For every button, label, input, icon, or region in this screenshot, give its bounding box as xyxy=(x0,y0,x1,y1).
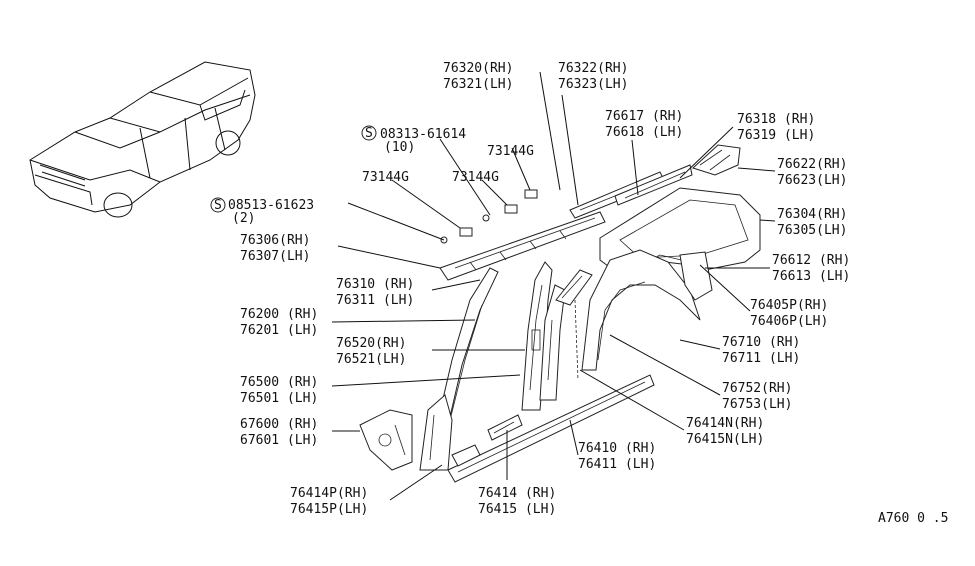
label-76752: 76752(RH)76753(LH) xyxy=(722,381,792,412)
label-76414: 76414 (RH)76415 (LH) xyxy=(478,486,556,517)
hinge-bracket-67600 xyxy=(359,409,413,471)
label-08313: 08313-61614(10) xyxy=(380,127,466,155)
sill-front-end xyxy=(451,444,481,467)
label-76304: 76304(RH)76305(LH) xyxy=(777,207,847,238)
sill-reinforcement-76414 xyxy=(487,414,523,441)
label-76500: 76500 (RH)76501 (LH) xyxy=(240,375,318,406)
label-76622: 76622(RH)76623(LH) xyxy=(777,157,847,188)
roof-side-rail-rear xyxy=(614,164,693,206)
label-76414p: 76414P(RH)76415P(LH) xyxy=(290,486,368,517)
svg-text:S: S xyxy=(214,198,222,213)
label-76322: 76322(RH)76323(LH) xyxy=(558,61,628,92)
figure-code: A760 0 .5 xyxy=(878,511,948,526)
svg-text:S: S xyxy=(365,126,373,141)
label-76306: 76306(RH)76307(LH) xyxy=(240,233,310,264)
label-76617: 76617 (RH)76618 (LH) xyxy=(605,109,683,140)
label-73144g-1: 73144G xyxy=(487,144,534,159)
bracket-76622 xyxy=(692,144,741,176)
roof-rail-inner xyxy=(439,211,606,281)
label-08513: 08513-61623(2) xyxy=(228,198,314,226)
label-73144g-2: 73144G xyxy=(362,170,409,185)
label-76612: 76612 (RH)76613 (LH) xyxy=(772,253,850,284)
label-67600: 67600 (RH)67601 (LH) xyxy=(240,417,318,448)
wheelhouse-inner xyxy=(581,249,701,371)
screw-symbol-1: S xyxy=(361,125,377,141)
leader-lines xyxy=(331,71,776,501)
label-76414n: 76414N(RH)76415N(LH) xyxy=(686,416,764,447)
screw-symbol-2: S xyxy=(210,197,226,213)
rocker-sill xyxy=(447,374,655,483)
label-76410: 76410 (RH)76411 (LH) xyxy=(578,441,656,472)
label-76710: 76710 (RH)76711 (LH) xyxy=(722,335,800,366)
part-labels: 76320(RH)76321(LH) 76322(RH)76323(LH) 08… xyxy=(228,61,850,517)
label-76200: 76200 (RH)76201 (LH) xyxy=(240,307,318,338)
car-illustration xyxy=(29,61,256,218)
clips-73144g xyxy=(440,189,538,244)
reinforcement-76414n xyxy=(555,269,593,381)
label-76320: 76320(RH)76321(LH) xyxy=(443,61,513,92)
front-pillar-lower xyxy=(419,394,453,471)
label-73144g-3: 73144G xyxy=(452,170,499,185)
label-76520: 76520(RH)76521(LH) xyxy=(336,336,406,367)
label-76318: 76318 (RH)76319 (LH) xyxy=(737,112,815,143)
quarter-extension xyxy=(679,251,713,301)
label-76405p: 76405P(RH)76406P(LH) xyxy=(750,298,828,329)
label-76310: 76310 (RH)76311 (LH) xyxy=(336,277,414,308)
